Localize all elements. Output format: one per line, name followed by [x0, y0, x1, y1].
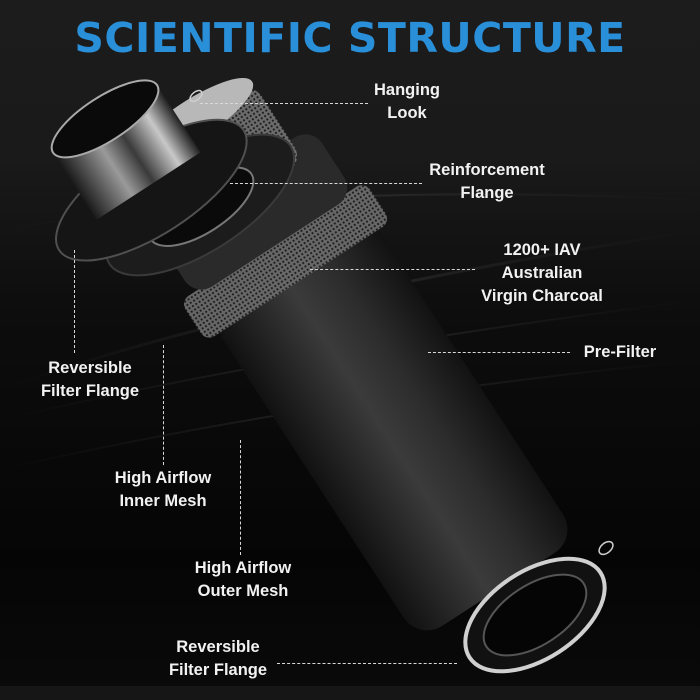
callout-reinforcement-flange: Reinforcement Flange [422, 159, 552, 205]
leader-line-charcoal [310, 269, 475, 270]
callout-charcoal: 1200+ IAV Australian Virgin Charcoal [474, 239, 610, 308]
leader-line-inner-mesh [163, 345, 164, 465]
callout-reversible-flange-bottom: Reversible Filter Flange [148, 636, 288, 682]
callout-line: High Airflow [194, 559, 292, 577]
callout-outer-mesh: High Airflow Outer Mesh [186, 557, 300, 603]
callout-line: Look [387, 104, 427, 122]
callout-reversible-flange-top: Reversible Filter Flange [20, 357, 160, 403]
callout-line: High Airflow [114, 469, 212, 487]
leader-line-reversible-flange-bottom [277, 663, 457, 664]
leader-line-pre-filter [428, 352, 570, 353]
callout-line: Hanging [374, 81, 440, 99]
callout-pre-filter: Pre-Filter [576, 341, 664, 364]
callout-line: Outer Mesh [197, 582, 289, 600]
callout-line: Pre-Filter [583, 343, 657, 361]
page-title: SCIENTIFIC STRUCTURE [74, 14, 626, 62]
leader-line-reinforcement-flange [230, 183, 422, 184]
callout-line: Inner Mesh [119, 492, 207, 510]
callout-line: Reversible [48, 359, 132, 377]
callout-line: Filter Flange [40, 382, 140, 400]
callout-hanging-look: Hanging Look [366, 79, 448, 125]
callout-line: Flange [460, 184, 514, 202]
callout-line: 1200+ IAV [503, 241, 581, 259]
callout-line: Reinforcement [429, 161, 545, 179]
callout-line: Filter Flange [168, 661, 268, 679]
callout-inner-mesh: High Airflow Inner Mesh [106, 467, 220, 513]
leader-line-hanging-look [200, 103, 368, 104]
callout-line: Australian [501, 264, 583, 282]
callout-line: Virgin Charcoal [481, 287, 603, 305]
callout-line: Reversible [176, 638, 260, 656]
leader-line-reversible-flange-top [74, 250, 75, 353]
leader-line-outer-mesh [240, 440, 241, 555]
bottom-strip [0, 686, 700, 700]
